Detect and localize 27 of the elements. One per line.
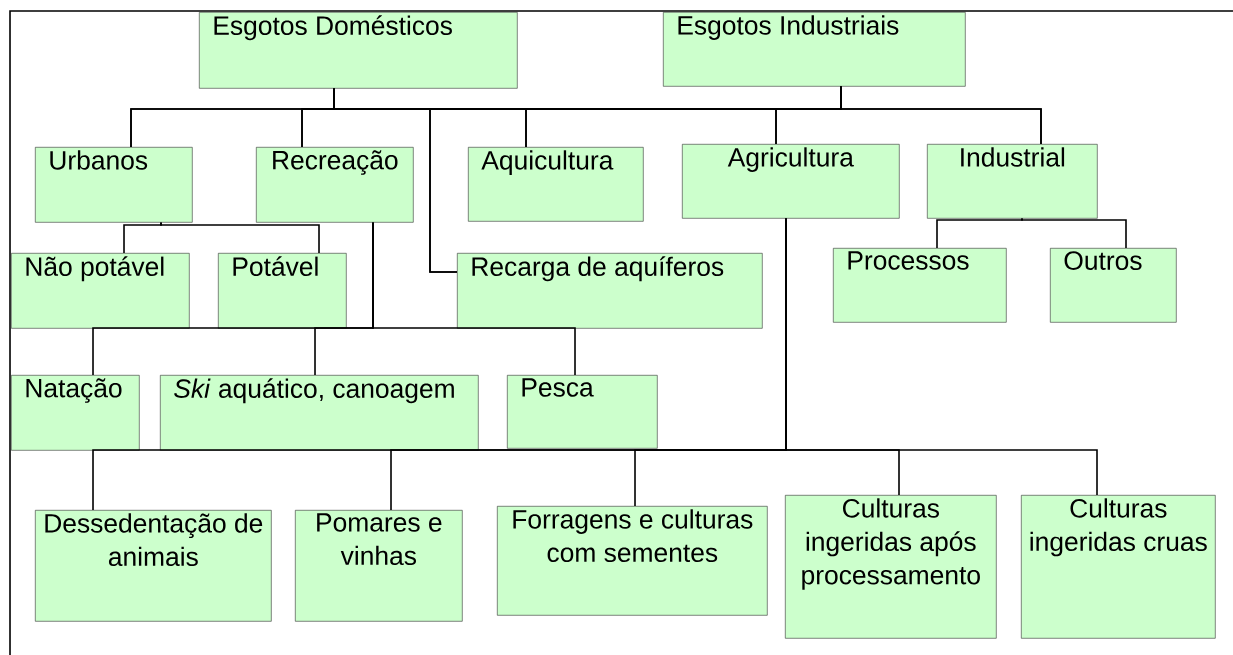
category-box: Potável bbox=[218, 253, 347, 329]
category-box: Esgotos Industriais bbox=[663, 12, 966, 87]
connector-line bbox=[160, 221, 320, 254]
category-box: Não potável bbox=[11, 253, 190, 329]
category-box: Natação bbox=[11, 375, 140, 451]
category-box: Culturas ingeridas após processamento bbox=[785, 495, 997, 639]
connector-line bbox=[936, 217, 1023, 249]
connector-line bbox=[785, 217, 1098, 496]
category-box: Forragens e culturas com sementes bbox=[497, 506, 768, 616]
category-box: Pomares e vinhas bbox=[295, 510, 463, 622]
category-box: Processos bbox=[833, 248, 1007, 323]
category-box: Culturas ingeridas cruas bbox=[1021, 495, 1216, 639]
connector-line bbox=[429, 85, 842, 273]
category-box: Urbanos bbox=[35, 147, 193, 223]
category-box: Ski aquático, canoagem bbox=[160, 375, 479, 451]
connector-line bbox=[372, 221, 576, 376]
category-box: Pesca bbox=[507, 375, 658, 449]
category-box: Recreação bbox=[256, 147, 414, 223]
category-box: Esgotos Domésticos bbox=[199, 12, 518, 89]
category-box: Recarga de aquíferos bbox=[457, 253, 763, 329]
connector-line bbox=[1021, 217, 1127, 249]
category-box: Outros bbox=[1050, 248, 1177, 323]
category-box: Industrial bbox=[927, 144, 1098, 219]
connector-line bbox=[123, 221, 162, 254]
category-box: Dessedentação de animais bbox=[35, 510, 272, 622]
category-box: Agricultura bbox=[682, 144, 900, 219]
category-box: Aquicultura bbox=[468, 147, 644, 222]
